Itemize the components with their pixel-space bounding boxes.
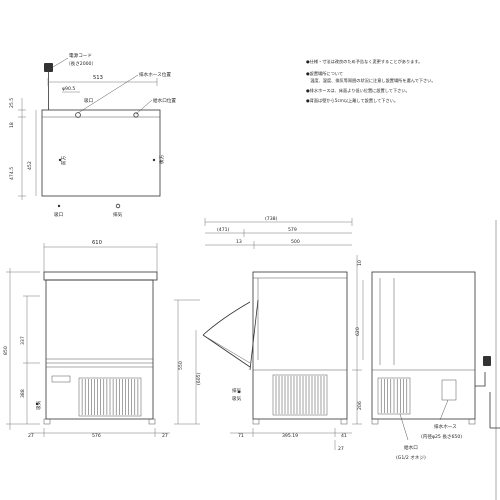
drain-port-mark: 吸口	[84, 98, 94, 104]
notes-block: ●仕様・寸法は改良のため予告なく変更することがあります。 ●設置場所について 温…	[306, 58, 436, 104]
label-drain-hose: 排水ホース	[434, 423, 457, 430]
dim-side-13: 13	[236, 239, 242, 245]
dim-side-471: (471)	[217, 227, 230, 233]
front-lid	[43, 271, 158, 281]
dim-side-total: (738)	[265, 216, 278, 222]
dim-front-388: 388	[20, 389, 26, 398]
side-view: (738) (471) 579 13 500 10 206	[174, 216, 363, 452]
dim-front-bottom-27-right: 27	[162, 433, 168, 439]
power-plug-icon	[44, 63, 53, 72]
rear-body	[371, 271, 476, 420]
label-front: 前方	[60, 155, 67, 165]
dim-rear-620: 620	[355, 327, 361, 336]
label-back: 後方	[158, 154, 165, 164]
label-side-exhaust-1: 排気	[232, 387, 242, 394]
drain-port-icon	[75, 112, 81, 118]
dim-front-height: 850	[3, 346, 9, 355]
dim-depth-452: 452	[27, 161, 33, 170]
drain-hose-position-label: 排水ホース位置	[139, 71, 171, 78]
bottom-mark-inlet: 吸口	[54, 212, 64, 218]
note-4: ●排水ホースは、床面より低い位置に設置して下さい。	[306, 87, 410, 94]
vent-position-label: 給水口位置	[153, 97, 176, 104]
dim-top-18: 18	[9, 122, 15, 128]
front-body	[45, 279, 154, 420]
rear-grille	[377, 377, 411, 415]
note-1: ●仕様・寸法は改良のため予告なく変更することがあります。	[306, 58, 422, 65]
dim-front-width: 610	[92, 240, 102, 246]
dim-depth-474-5: 474.5	[9, 167, 15, 180]
vent-port-icon	[133, 112, 139, 118]
dim-side-605: (605)	[196, 372, 202, 385]
label-front-inlet: 吸気	[35, 400, 42, 410]
note-3: 温度、湿度、換気等周囲の状況に注意し設置場所を選んで下さい。	[306, 77, 436, 84]
label-drain-spec: (内径φ25 長さ650)	[421, 433, 462, 440]
water-inlet-icon	[483, 356, 491, 366]
label-side-exhaust-2: 吸気	[232, 395, 242, 402]
dim-side-206: 206	[357, 401, 363, 410]
dim-side-bottom-41: 41	[341, 433, 347, 439]
front-view: 610 850 337 388 吸気 27 576 2	[3, 240, 170, 439]
top-view: 電源コード （長さ2000） 513 φ90.5 排水ホース位置 給水口位置 吸…	[9, 52, 176, 218]
dim-side-500: 500	[291, 239, 300, 245]
dim-diameter: φ90.5	[62, 86, 75, 92]
dim-top-width: 513	[93, 75, 103, 81]
rear-view: 620 排水ホース (内径φ25 長さ650) 給水口 (G1/2 オネジ)	[355, 271, 500, 461]
dim-front-bottom-576: 576	[92, 433, 101, 439]
side-grille	[272, 374, 328, 416]
power-cord-label: 電源コード	[69, 52, 92, 59]
dim-side-bottom-71: 71	[238, 433, 244, 439]
front-grille	[78, 377, 142, 417]
dim-side-bottom-595: 395.19	[282, 433, 298, 439]
dim-top-25-5: 25.5	[9, 98, 15, 108]
dim-side-bottom-27: 27	[338, 446, 344, 452]
dim-side-579: 579	[288, 227, 297, 233]
label-water-spec: (G1/2 オネジ)	[396, 455, 426, 461]
dim-side-10: 10	[357, 260, 363, 266]
dim-side-550: 550	[178, 361, 184, 370]
label-water-inlet: 給水口	[404, 444, 418, 451]
note-5: ●背面は壁から5cm以上離して設置して下さい。	[306, 97, 398, 104]
dim-front-337: 337	[20, 336, 26, 345]
dim-front-bottom-27-left: 27	[28, 433, 34, 439]
note-2: ●設置場所について	[306, 70, 343, 77]
bottom-mark-exhaust: 排気	[113, 211, 123, 218]
power-cord-length: （長さ2000）	[66, 60, 96, 67]
top-view-body	[41, 109, 161, 197]
